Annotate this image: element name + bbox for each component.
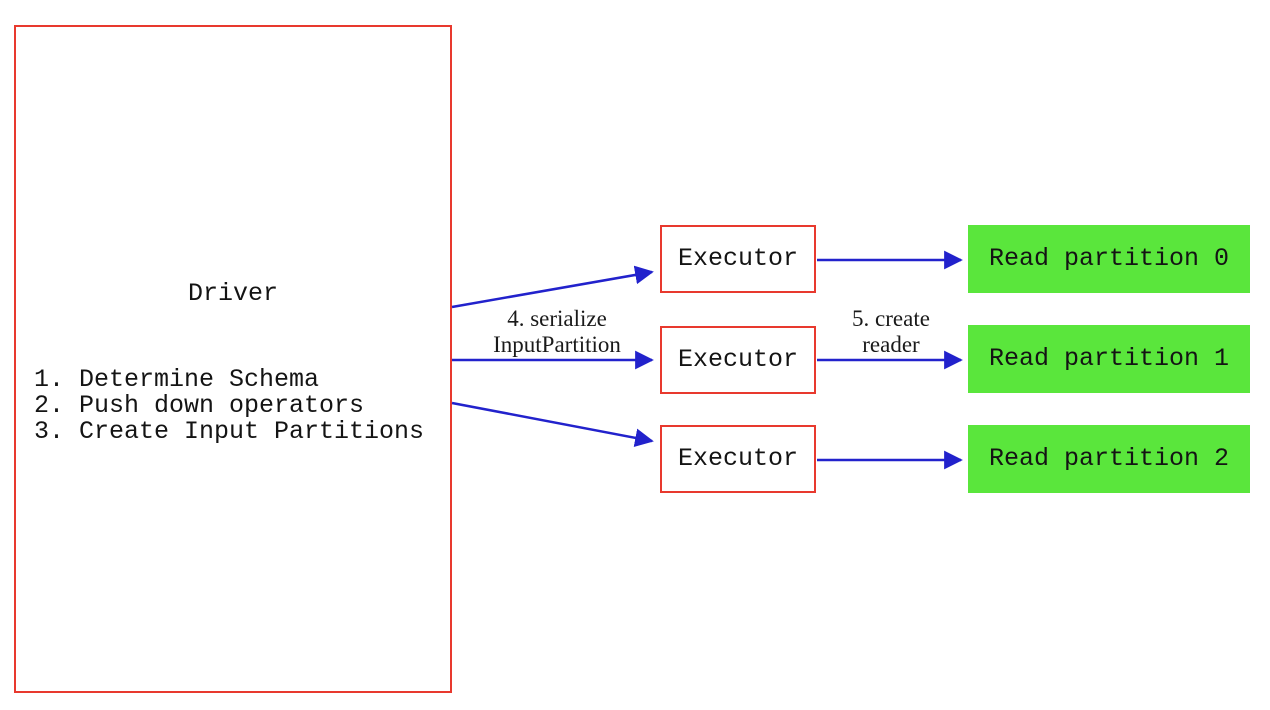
read-partition-node-2: Read partition 2 [968, 425, 1250, 493]
executor-label-2: Executor [677, 345, 799, 374]
driver-node: Driver 1. Determine Schema 2. Push down … [14, 25, 452, 693]
arrow-driver-to-executor-1 [451, 265, 654, 309]
edge-label-create-reader: 5. create reader [811, 306, 971, 358]
edge-label-serialize-input-partition: 4. serialize InputPartition [457, 306, 657, 358]
read-partition-label-2: Read partition 2 [988, 444, 1230, 473]
executor-label-1: Executor [677, 244, 799, 273]
read-partition-node-1: Read partition 1 [968, 325, 1250, 393]
executor-label-3: Executor [677, 444, 799, 473]
driver-step-1: 1. Determine Schema [34, 365, 320, 394]
read-partition-label-0: Read partition 0 [988, 244, 1230, 273]
driver-step-2: 2. Push down operators [34, 391, 365, 420]
edge-label-serialize-line2: InputPartition [493, 332, 621, 357]
driver-title: Driver [187, 279, 278, 308]
edge-label-create-reader-line1: 5. create [852, 306, 930, 331]
read-partition-label-1: Read partition 1 [988, 344, 1230, 373]
edge-label-create-reader-line2: reader [862, 332, 920, 357]
executor-node-3: Executor [660, 425, 816, 493]
read-partition-node-0: Read partition 0 [968, 225, 1250, 293]
driver-steps-list: 1. Determine Schema 2. Push down operato… [34, 367, 424, 445]
driver-step-3: 3. Create Input Partitions [34, 417, 425, 446]
executor-node-1: Executor [660, 225, 816, 293]
arrow-driver-to-executor-3 [451, 401, 654, 448]
edge-label-serialize-line1: 4. serialize [507, 306, 607, 331]
executor-node-2: Executor [660, 326, 816, 394]
